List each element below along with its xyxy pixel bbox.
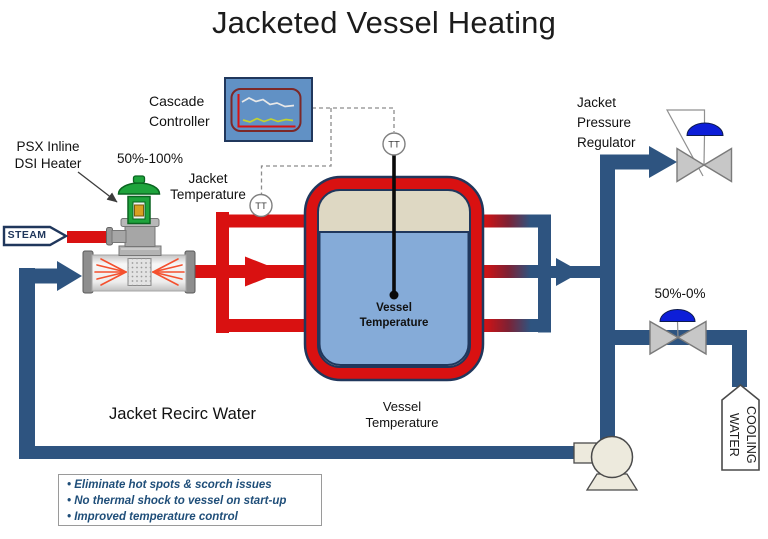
steam-spray [94, 258, 185, 286]
valve-stem [676, 321, 679, 338]
psx-callout-arrow [77, 171, 118, 203]
jacket-temperature-label-line1: Jacket [188, 171, 228, 186]
steam-inlet-port [111, 230, 127, 243]
vessel-temperature-probe [389, 155, 399, 300]
cooling-valve-range-label: 50%-0% [654, 286, 706, 301]
vessel-temperature-below-label: Vessel Temperature [352, 399, 452, 431]
actuator-dome [117, 182, 161, 195]
cascade-controller [224, 77, 313, 142]
valve-diaphragm [659, 309, 696, 322]
cascade-controller-label: Cascade Controller [149, 91, 227, 131]
trend-line-primary [241, 97, 295, 108]
return-riser [600, 155, 615, 445]
vessel-temperature-inside-label: Vessel Temperature [343, 301, 445, 331]
actuator-knob [132, 175, 146, 184]
signal-line-jacket-tt [260, 108, 332, 194]
vessel-temp-below-line2: Temperature [365, 415, 439, 430]
valve-body-right [702, 147, 733, 183]
benefits-note-box: • Eliminate hot spots & scorch issues • … [58, 474, 322, 526]
tt-tag: TT [255, 201, 267, 212]
valve-base-flange [118, 245, 162, 256]
jacket-temperature-transmitter: TT [249, 193, 273, 218]
vessel-temp-inside-line2: Temperature [359, 317, 429, 329]
valve-body-left [649, 320, 680, 356]
hot-flow-arrow [245, 256, 283, 287]
cascade-controller-label-line1: Cascade [149, 93, 205, 109]
return-flow-arrow [556, 258, 581, 286]
trend-axes [237, 94, 296, 128]
vessel-temp-below-line1: Vessel [382, 399, 422, 414]
valve-body-right [676, 320, 707, 356]
benefit-item: • Improved temperature control [67, 510, 238, 523]
steam-source-banner [2, 225, 69, 247]
benefit-item: • Eliminate hot spots & scorch issues [67, 479, 272, 491]
trend-line-secondary [242, 117, 294, 123]
jacket-return-top-pipe [483, 214, 539, 228]
steam-banner-label: STEAM [7, 229, 47, 241]
psx-heater-label-line1: PSX Inline [16, 139, 80, 154]
jpr-label-line1: Jacket [577, 95, 617, 110]
regulator-diaphragm [686, 122, 724, 136]
signal-line-vessel-tt [312, 107, 395, 132]
jacket-return-bottom-pipe [483, 319, 539, 332]
tt-tag: TT [388, 140, 400, 151]
jacket-temperature-label-line2: Temperature [170, 186, 246, 202]
cooling-water-drop-pipe [732, 333, 747, 387]
diffuser-perforations [128, 258, 151, 286]
cooling-water-valve [649, 309, 707, 356]
recirc-left-riser [19, 268, 35, 459]
steam-valve-range-label: 50%-100% [116, 151, 184, 166]
jacket-temperature-label: Jacket Temperature [165, 171, 251, 202]
probe-tip [389, 290, 399, 300]
controller-screen-frame [230, 88, 302, 132]
tt-circle [382, 132, 406, 156]
page-title: Jacketed Vessel Heating [211, 5, 557, 40]
recirc-pump [573, 435, 639, 491]
cooling-water-label-line1: COOLING [744, 406, 758, 464]
psx-heater-label: PSX Inline DSI Heater [4, 139, 92, 172]
vessel-temperature-transmitter: TT [382, 132, 406, 156]
regulator-pilot-lines [665, 109, 706, 177]
vessel-temp-inside-line1: Vessel [376, 302, 412, 314]
hot-water-piping [67, 212, 310, 333]
jacket-supply-top-pipe [216, 214, 309, 228]
regulator-pipe [600, 154, 652, 170]
jacket-pressure-regulator-valve [665, 109, 733, 183]
jacket-supply-manifold [216, 212, 229, 333]
jacket-recirc-water-label: Jacket Recirc Water [109, 405, 257, 423]
control-signal-lines [260, 107, 395, 194]
jacket-return-manifold [538, 214, 551, 333]
heater-inlet-arrow [57, 261, 82, 291]
recirc-bottom-pipe [19, 446, 596, 459]
psx-heater-label-line2: DSI Heater [14, 155, 82, 171]
valve-body-left [676, 147, 706, 183]
jacket-return-mid-pipe [483, 265, 539, 278]
jacket-pressure-regulator-label: Jacket Pressure Regulator [577, 93, 669, 153]
regulator-flow-arrow [649, 146, 677, 178]
jacket-supply-bottom-pipe [216, 319, 309, 332]
jpr-label-line2: Pressure [577, 115, 632, 130]
dsi-heater [82, 175, 196, 294]
cooling-water-banner [721, 383, 760, 471]
positioner-block [134, 204, 144, 217]
cooling-water-banner-label: COOLING WATER [722, 401, 759, 469]
heater-inlet-pipe [19, 268, 59, 284]
pump-casing [590, 435, 634, 479]
benefit-item: • No thermal shock to vessel on start-up [67, 494, 287, 507]
steam-control-valve-actuator [117, 175, 161, 225]
tt-circle [249, 193, 273, 218]
steam-pipe [67, 231, 114, 243]
cooling-water-label-line2: WATER [727, 413, 741, 457]
regulator-stem [703, 135, 706, 165]
cascade-controller-label-line2: Controller [149, 113, 210, 129]
jpr-label-line3: Regulator [577, 135, 636, 150]
